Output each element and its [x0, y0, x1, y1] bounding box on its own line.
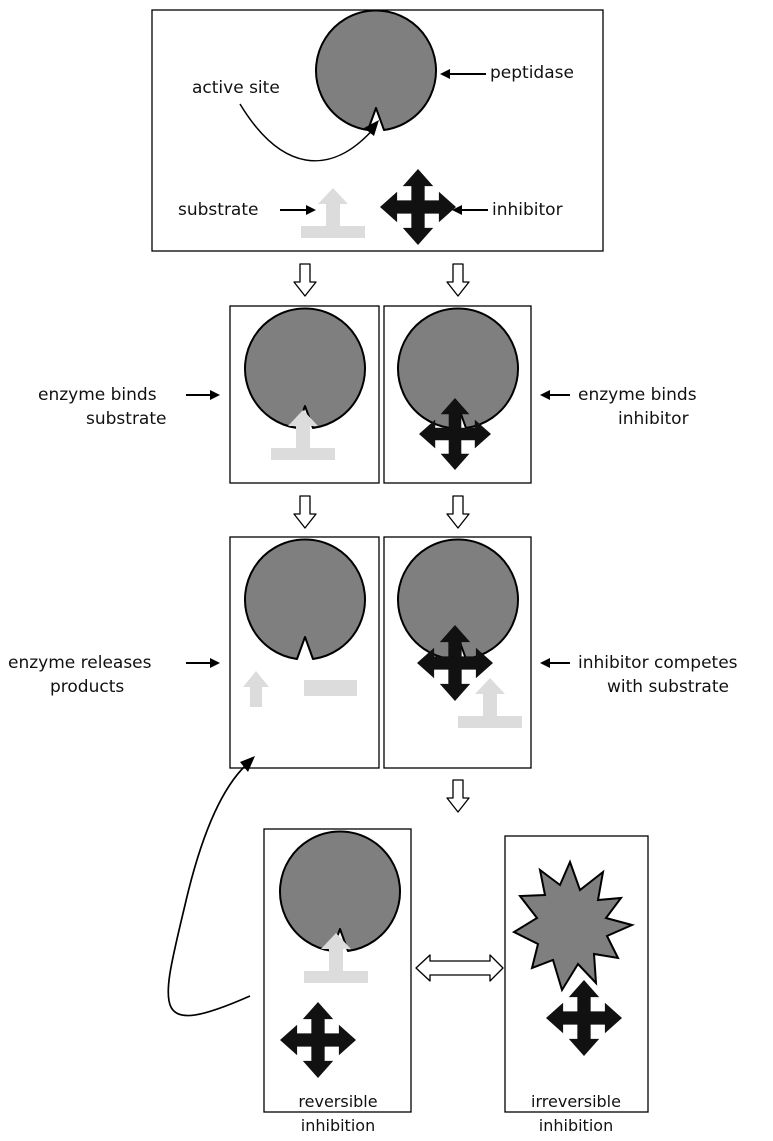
binds-inhibitor-label-line1: enzyme binds: [578, 385, 697, 405]
irreversible-caption-line1: irreversible: [531, 1092, 621, 1111]
binds-substrate-label-line2: substrate: [86, 409, 166, 429]
releases-pointer-head: [210, 658, 220, 668]
active-site-arrowhead: [364, 120, 379, 136]
double-arrow: [415, 954, 504, 982]
flow-arrow-right-3: [446, 779, 470, 813]
releases-label-line2: products: [50, 677, 124, 697]
substrate-label: substrate: [178, 200, 258, 220]
return-curve-arrowhead: [240, 756, 255, 772]
binds-inhibitor-pointer-head: [540, 390, 550, 400]
active-site-curve-arrow: [239, 103, 377, 162]
reversible-caption-line1: reversible: [298, 1092, 377, 1111]
reversible-caption-line2: inhibition: [301, 1116, 375, 1135]
flow-arrow-left-2: [293, 495, 317, 529]
releases-label-line1: enzyme releases: [8, 653, 152, 673]
irreversible-caption-line2: inhibition: [539, 1116, 613, 1135]
product-arrow-fragment: [243, 671, 269, 707]
competes-pointer-head: [540, 658, 550, 668]
competes-label-line1: inhibitor competes: [578, 653, 738, 673]
denatured-enzyme-star: [511, 859, 636, 993]
product-bar-fragment: [304, 680, 357, 696]
binds-substrate-pointer-head: [210, 390, 220, 400]
binds-substrate-label-line1: enzyme binds: [38, 385, 157, 405]
inhibitor-label: inhibitor: [492, 200, 563, 220]
peptidase-pointer-head: [440, 69, 450, 79]
flow-arrow-left-1: [293, 263, 317, 297]
peptidase-label: peptidase: [490, 63, 574, 83]
active-site-label: active site: [192, 78, 280, 98]
flow-arrow-right-2: [446, 495, 470, 529]
flow-arrow-right-1: [446, 263, 470, 297]
binds-inhibitor-label-line2: inhibitor: [618, 409, 689, 429]
competes-label-line2: with substrate: [607, 677, 729, 697]
return-curve-arrow: [167, 764, 251, 1017]
substrate-pointer-head: [306, 205, 316, 215]
inhibitor-pointer-head: [452, 205, 462, 215]
